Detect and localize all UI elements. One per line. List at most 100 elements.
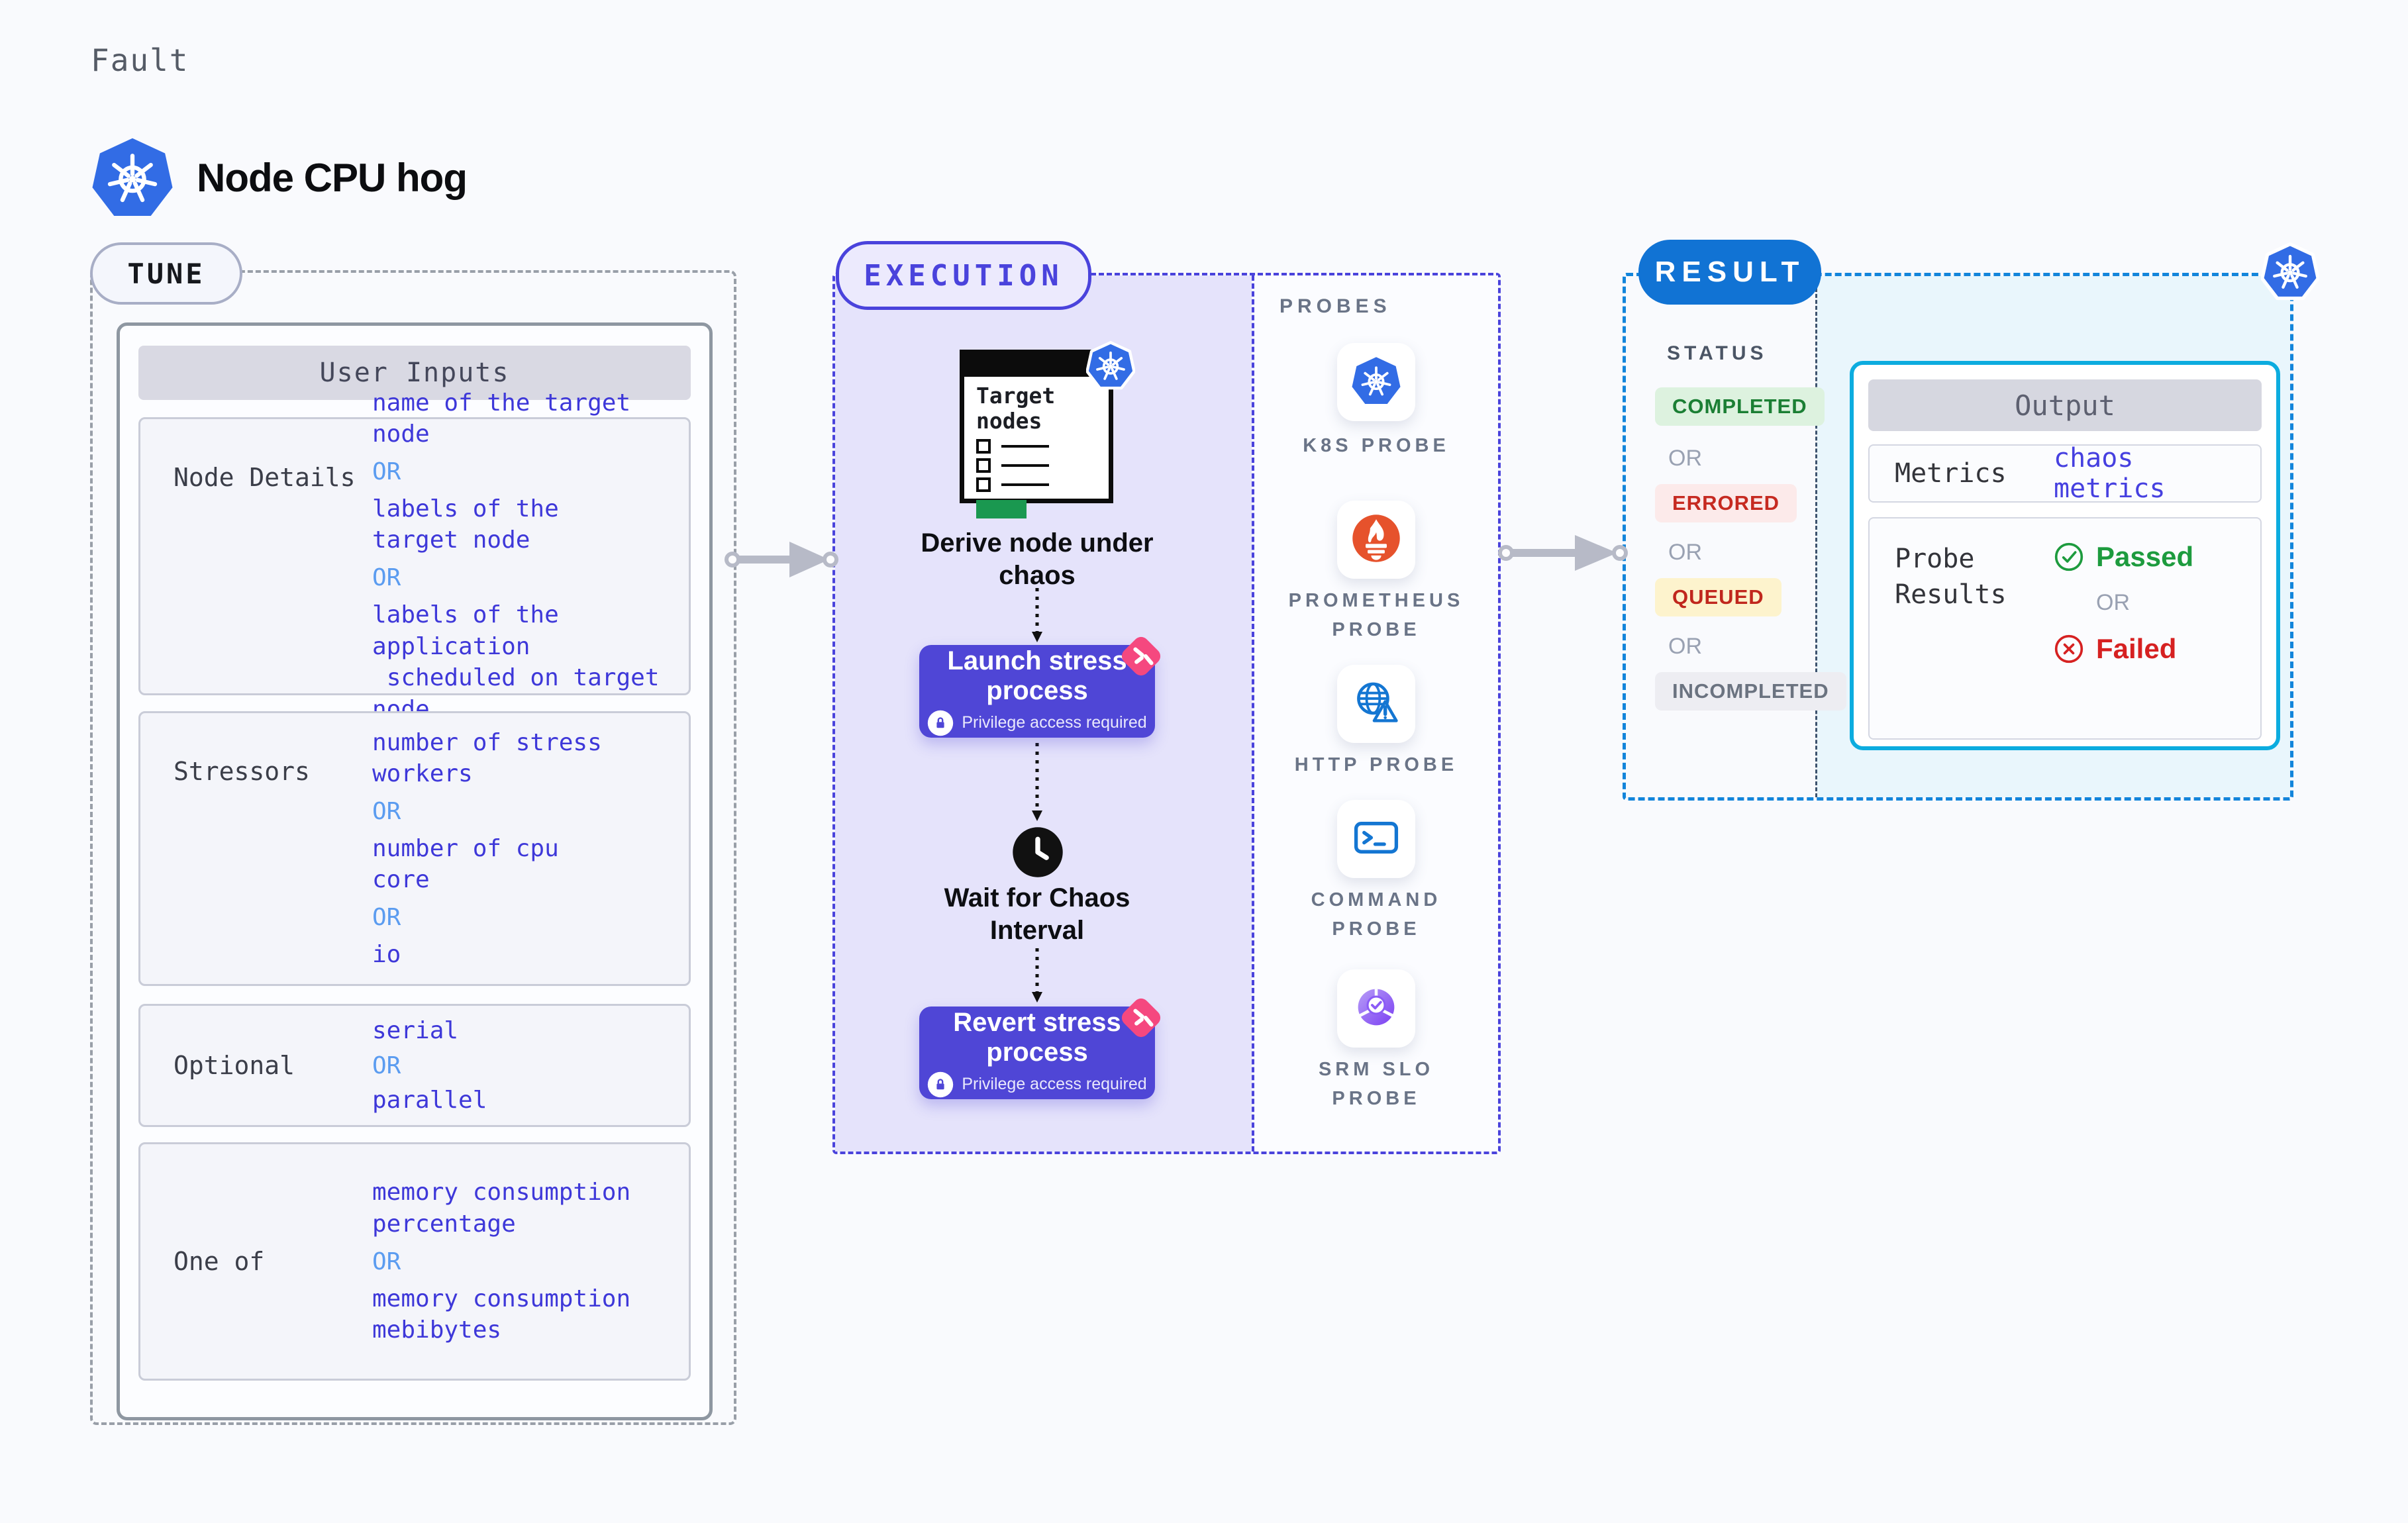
wait-interval-label: Wait for Chaos Interval [944,883,1130,945]
tune-section-box [90,270,736,1425]
launch-stress-title: Launch stress process [947,646,1127,705]
or-separator: OR [372,458,401,485]
revert-stress-title: Revert stress process [953,1008,1121,1067]
x-circle-icon [2054,634,2084,664]
row-value: number of stress workers [372,728,602,788]
row-value: labels of the application scheduled on t… [372,601,660,723]
or-separator: OR [1668,540,1702,565]
privilege-note: Privilege access required [927,710,1147,736]
failed-line: Failed [2054,633,2193,665]
target-nodes-title: Target nodes [976,383,1056,434]
execution-tag: EXECUTION [836,241,1091,310]
checkbox-icon [976,458,991,473]
row-value: serial [372,1016,459,1044]
output-header: Output [1868,379,2262,431]
row-value: io [372,940,401,968]
status-heading: STATUS [1667,342,1768,364]
card-header-bar [964,354,1109,377]
kubernetes-icon [1351,356,1401,409]
probe-label: K8S PROBE [1303,435,1450,456]
terminal-icon [1351,812,1401,866]
table-row: Node Details name of the target node OR … [138,389,691,723]
check-circle-icon [2054,542,2084,572]
fault-kicker: Fault [91,42,189,78]
privilege-note: Privilege access required [927,1071,1147,1098]
list-line [1001,464,1049,467]
status-badge: QUEUED [1655,578,1781,616]
clock-icon [1011,825,1065,879]
or-separator: OR [372,1248,401,1275]
probe-label: COMMAND PROBE [1311,889,1442,940]
or-separator: OR [1668,446,1702,471]
probe-card [1337,665,1415,743]
row-value: memory consumption percentage [372,1179,631,1238]
execution-to-result-arrow [1498,535,1628,571]
probes-panel: PROBES K8S PROBE [1252,275,1498,1152]
status-panel: STATUS COMPLETED OR ERRORED OR QUEUED OR… [1626,276,1846,797]
green-bar [976,499,1027,518]
output-card: Output Metrics chaos metrics Probe Resul… [1850,361,2280,750]
tune-to-execution-arrow [725,542,838,577]
list-line [1001,483,1049,486]
or-separator: OR [372,1052,401,1079]
checkbox-icon [976,438,991,454]
status-badge: COMPLETED [1655,387,1825,426]
probe-card [1337,343,1415,421]
probes-heading: PROBES [1279,295,1391,317]
or-separator: OR [372,797,401,825]
probe-card [1337,501,1415,579]
flow-arrow-down [1032,948,1042,1003]
row-value: name of the target node [372,389,631,448]
checklist-item [976,438,1109,454]
status-badge: INCOMPLETED [1655,672,1846,711]
or-separator: OR [1668,634,1702,659]
lock-icon [927,1071,954,1098]
kubernetes-icon [91,136,174,219]
passed-label: Passed [2096,541,2194,572]
probe-label: SRM SLO PROBE [1318,1059,1434,1109]
user-inputs-card: User Inputs Node Details name of the tar… [117,322,713,1420]
or-separator: OR [372,903,401,931]
globe-alert-icon [1351,677,1401,731]
checklist-item [976,458,1109,473]
row-label: Stressors [174,757,310,786]
probe-label: PROMETHEUS PROBE [1288,590,1464,640]
target-nodes-card: Target nodes [960,341,1136,518]
row-label: Node Details [174,463,356,492]
row-value: labels of the target node [372,495,559,554]
or-separator: OR [372,564,401,591]
probe-label: HTTP PROBE [1294,754,1458,775]
row-label: One of [174,1247,265,1276]
row-label: Optional [174,1051,295,1080]
checklist-item [976,477,1109,492]
table-row: One of memory consumption percentage OR … [138,1142,691,1381]
tune-tag: TUNE [90,242,242,305]
row-value: memory consumption mebibytes [372,1285,631,1344]
revert-stress-node: Revert stress process Privilege access r… [919,998,1161,1099]
failed-label: Failed [2096,633,2177,664]
or-separator: OR [2096,590,2130,615]
result-tag: RESULT [1638,240,1821,305]
prometheus-icon [1351,513,1401,567]
flow-arrow-down [1032,743,1042,821]
table-row: Optional serial OR parallel [138,1004,691,1127]
privilege-note-text: Privilege access required [962,1075,1147,1094]
flow-arrow-down [1032,588,1042,642]
list-line [1001,444,1049,448]
probe-card [1337,969,1415,1048]
slo-pie-icon [1351,982,1401,1036]
user-inputs-header: User Inputs [138,346,691,400]
metrics-value: chaos metrics [2054,443,2166,504]
row-value: parallel [372,1086,487,1114]
privilege-note-text: Privilege access required [962,713,1147,732]
kubernetes-icon [2260,242,2320,301]
metrics-row: Metrics chaos metrics [1868,443,2262,504]
probe-card [1337,800,1415,878]
passed-line: Passed [2054,541,2193,573]
probe-results-row: Probe Results Passed OR [1868,517,2262,740]
kubernetes-icon [1085,341,1136,390]
checkbox-icon [976,477,991,492]
page-header: Node CPU hog [91,136,468,219]
row-value: number of cpu core [372,834,559,894]
launch-stress-node: Launch stress process Privilege access r… [919,636,1161,738]
